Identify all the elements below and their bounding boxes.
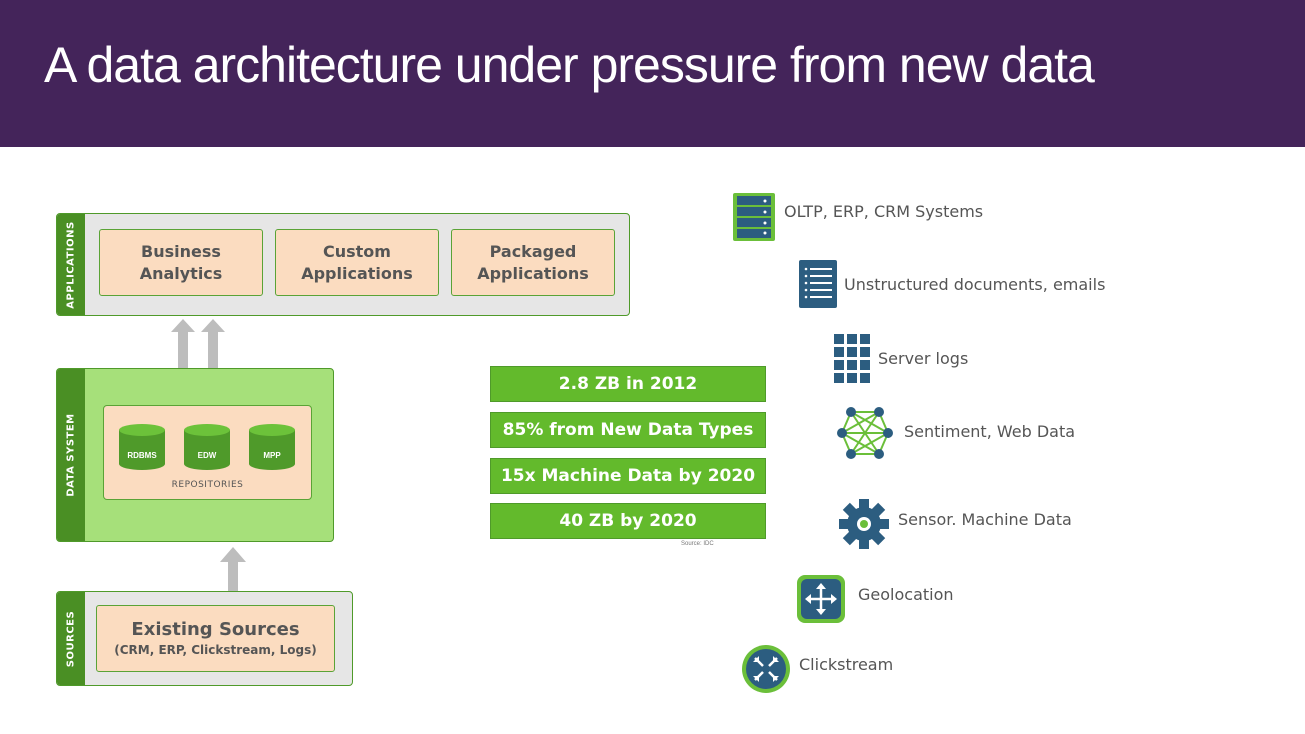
existing-sources-title: Existing Sources	[131, 619, 300, 640]
applications-tab-label: APPLICATIONS	[65, 220, 77, 309]
repositories-label: REPOSITORIES	[171, 480, 244, 490]
label-unstructured-documents: Unstructured documents, emails	[844, 275, 1106, 294]
gear-icon	[839, 499, 889, 549]
grid-icon	[834, 334, 870, 383]
stat-40-zb: 40 ZB by 2020	[490, 503, 766, 539]
stat-85-percent: 85% from New Data Types	[490, 412, 766, 448]
packaged-applications-box: Packaged Applications	[451, 229, 615, 296]
label-server-logs: Server logs	[878, 349, 969, 368]
title-bar: A data architecture under pressure from …	[0, 0, 1305, 147]
source-note: Source: IDC	[681, 541, 714, 547]
data-system-panel: DATA SYSTEM RDBMS EDW MPP REPOSITORIES	[56, 368, 334, 542]
rdbms-label: RDBMS	[127, 451, 157, 460]
database-cylinders-icon	[119, 424, 295, 470]
existing-sources-box: Existing Sources (CRM, ERP, Clickstream,…	[96, 605, 335, 672]
data-system-tab-label: DATA SYSTEM	[65, 413, 77, 497]
label-clickstream: Clickstream	[799, 655, 894, 674]
page-title: A data architecture under pressure from …	[44, 37, 1095, 93]
location-arrows-icon	[797, 575, 845, 623]
existing-sources-subtitle: (CRM, ERP, Clickstream, Logs)	[114, 643, 317, 657]
sources-panel: SOURCES Existing Sources (CRM, ERP, Clic…	[56, 591, 353, 686]
up-arrow-icon	[220, 547, 246, 592]
stat-2-8-zb: 2.8 ZB in 2012	[490, 366, 766, 402]
stat-15x-machine-data: 15x Machine Data by 2020	[490, 458, 766, 494]
label-sentiment-web-data: Sentiment, Web Data	[904, 422, 1076, 441]
edw-label: EDW	[197, 451, 217, 460]
clickstream-icon	[742, 645, 790, 693]
repositories-box: RDBMS EDW MPP REPOSITORIES	[103, 405, 312, 500]
sources-tab-label: SOURCES	[65, 610, 77, 667]
business-analytics-box: Business Analytics	[99, 229, 263, 296]
server-icon	[733, 193, 775, 241]
applications-tab: APPLICATIONS	[57, 214, 85, 315]
label-oltp-erp-crm: OLTP, ERP, CRM Systems	[784, 202, 984, 221]
mpp-label: MPP	[263, 451, 281, 460]
label-geolocation: Geolocation	[858, 585, 954, 604]
sources-tab: SOURCES	[57, 592, 85, 685]
data-system-tab: DATA SYSTEM	[57, 369, 85, 541]
applications-panel: APPLICATIONS Business Analytics Custom A…	[56, 213, 630, 316]
label-sensor-machine-data: Sensor. Machine Data	[898, 510, 1072, 529]
network-icon	[837, 407, 893, 459]
document-icon	[799, 260, 837, 308]
custom-applications-box: Custom Applications	[275, 229, 439, 296]
